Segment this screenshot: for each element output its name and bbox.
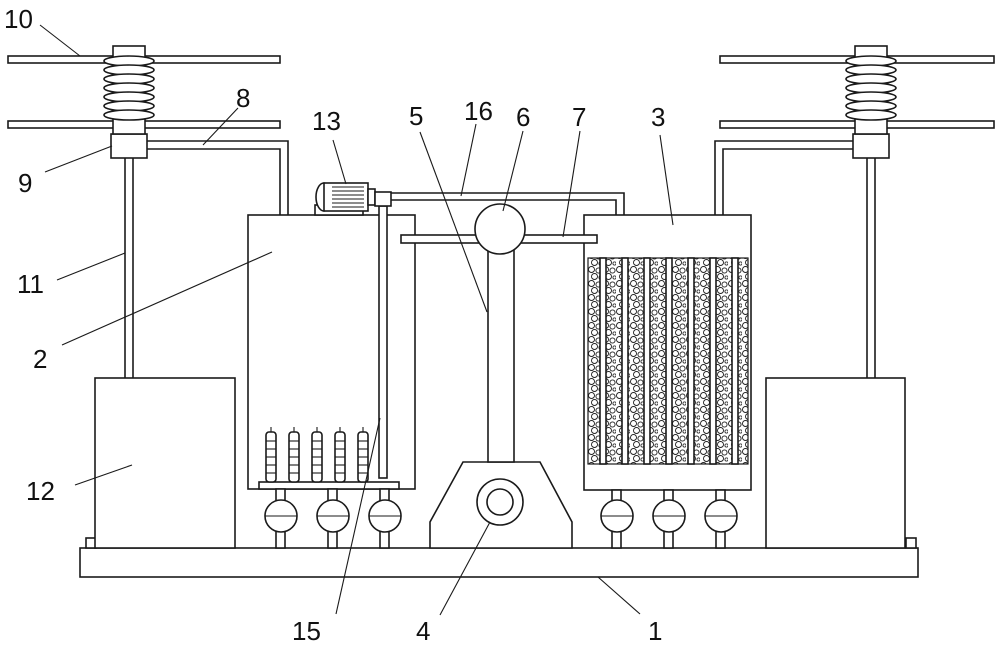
spray-nozzles: [258, 427, 400, 490]
right-connector: [852, 133, 890, 159]
left-side-box: [94, 377, 236, 549]
right-top-pipe: [714, 140, 853, 215]
label-12: 12: [26, 476, 55, 506]
left-coil-spring: [103, 45, 155, 135]
left-wheels: [264, 488, 402, 549]
label-2: 2: [33, 344, 47, 374]
reference-labels: 10 8 9 11 2 12 13 5 16 6 7 3 15 4 1: [4, 4, 665, 646]
left-connector: [110, 133, 148, 159]
label-8: 8: [236, 83, 250, 113]
left-vertical-pipe: [124, 158, 134, 378]
label-15: 15: [292, 616, 321, 646]
filter-tank: [583, 214, 752, 491]
label-9: 9: [18, 168, 32, 198]
right-vertical-pipe: [866, 158, 876, 378]
pump-wheel: [476, 478, 524, 526]
right-wheels: [600, 489, 738, 549]
label-1: 1: [648, 616, 662, 646]
connecting-pipe: [391, 192, 625, 215]
label-16: 16: [464, 96, 493, 126]
left-top-pipe: [147, 140, 289, 215]
label-11: 11: [17, 269, 44, 299]
label-7: 7: [572, 102, 586, 132]
right-coil-spring: [845, 45, 897, 135]
base-plate: [79, 537, 919, 578]
pivot-hub: [474, 203, 526, 255]
label-5: 5: [409, 101, 423, 131]
right-side-box: [765, 377, 906, 549]
motor: [314, 182, 392, 216]
label-6: 6: [516, 102, 530, 132]
label-10: 10: [4, 4, 33, 34]
label-3: 3: [651, 102, 665, 132]
stirring-shaft: [378, 205, 388, 479]
label-13: 13: [312, 106, 341, 136]
leader-lines: [39, 24, 674, 616]
label-4: 4: [416, 616, 430, 646]
